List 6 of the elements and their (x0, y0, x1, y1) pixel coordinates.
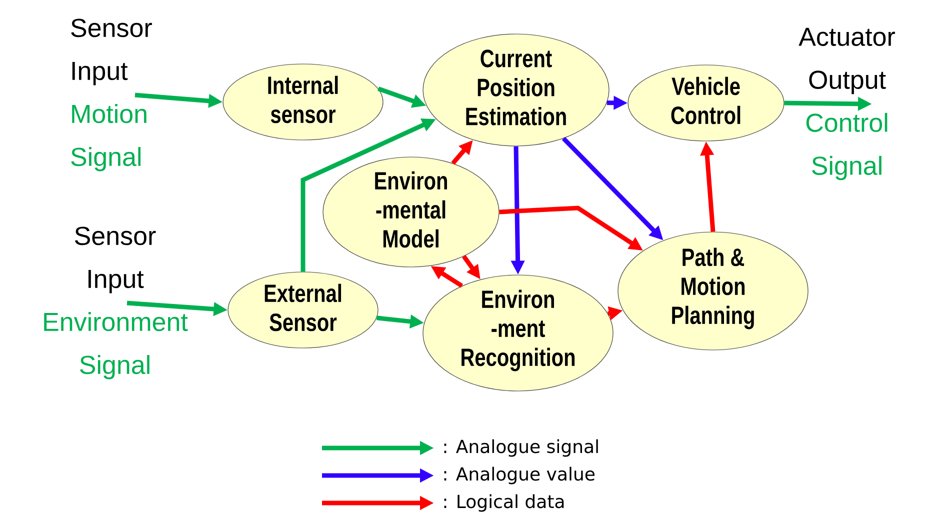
legend-text: : Logical data (444, 494, 564, 512)
signal-label: Sensor Input Environment Signal (44, 226, 188, 380)
signal-label: Actuator Output Control Signal (798, 28, 895, 180)
signal-label: Sensor Input Motion Signal (71, 18, 152, 172)
legend-text: : Analogue value (444, 466, 595, 484)
legend-text: : Analogue signal (444, 439, 598, 457)
